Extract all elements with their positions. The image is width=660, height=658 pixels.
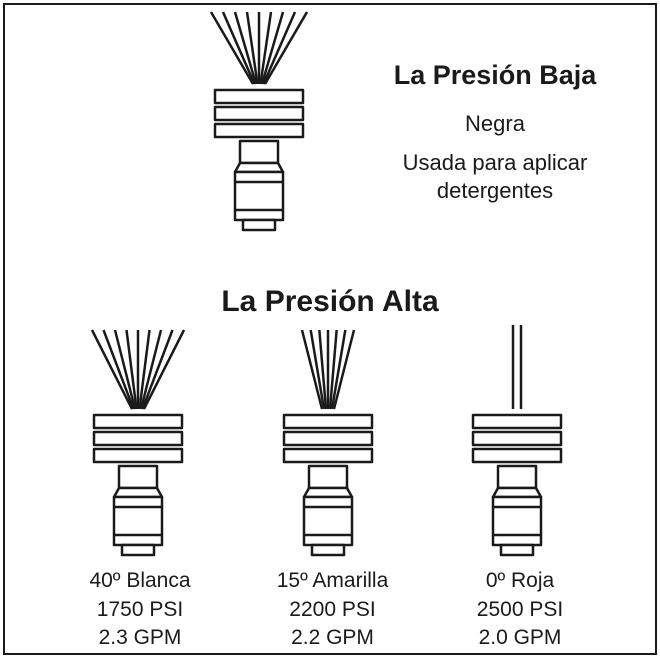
nozzle-0-neck	[496, 464, 538, 490]
low-pressure-nozzle-spray-line	[263, 11, 309, 85]
nozzle-40-spray-line	[142, 329, 186, 410]
nozzle-15-flange	[282, 430, 374, 447]
nozzle-40-flange	[92, 447, 184, 464]
low-pressure-nozzle-spray-line	[245, 11, 259, 85]
low-pressure-nozzle-spray-line	[209, 11, 255, 85]
nozzle-40-spray-line	[125, 329, 138, 410]
nozzle-40-spray-line	[141, 329, 174, 410]
nozzle-15-body	[302, 495, 354, 547]
low-pressure-nozzle-tip	[241, 218, 277, 232]
nozzle-15-spray-line	[332, 329, 356, 410]
nozzle-0-flange	[471, 430, 563, 447]
nozzle-40-flange	[92, 413, 184, 430]
nozzle-15-spray-line	[328, 329, 338, 410]
nozzle-0-flange	[471, 447, 563, 464]
low-pressure-nozzle-spray-line	[233, 11, 258, 85]
nozzle-40-taper	[112, 486, 164, 499]
nozzle-40-gpm: 2.3 GPM	[98, 626, 182, 649]
nozzle-15-spray-line	[330, 329, 347, 410]
nozzle-15-psi: 2200 PSI	[289, 598, 376, 621]
nozzle-15-spray-line	[300, 329, 324, 410]
low-pressure-nozzle-spray-line	[260, 11, 285, 85]
low-pressure-nozzle-flange	[213, 105, 305, 122]
low-pressure-nozzle-spray-line	[259, 11, 273, 85]
low-pressure-nozzle-spray-line	[221, 11, 256, 85]
nozzle-15-neck	[307, 464, 349, 490]
nozzle-40-tip	[120, 543, 156, 557]
low-pressure-nozzle-spray-line	[262, 11, 297, 85]
low-pressure-nozzle-neck	[238, 139, 280, 165]
low-pressure-nozzle-taper	[233, 161, 285, 174]
nozzle-40-flange	[92, 430, 184, 447]
nozzle-15-flange	[282, 413, 374, 430]
nozzle-15-tip	[310, 543, 346, 557]
nozzle-0-psi: 2500 PSI	[476, 598, 564, 621]
nozzle-15-flange	[282, 447, 374, 464]
nozzle-40-spray-line	[113, 329, 137, 410]
nozzle-40-neck	[117, 464, 159, 490]
low-pressure-usage-line2: detergentes	[436, 178, 554, 203]
high-pressure-title: La Presión Alta	[221, 285, 439, 318]
nozzle-0-flange	[471, 413, 563, 430]
nozzle-0-gpm: 2.0 GPM	[478, 626, 562, 649]
low-pressure-title: La Presión Baja	[393, 60, 597, 90]
nozzle-40-spray-line	[139, 329, 163, 410]
nozzle-40-label: 40º Blanca	[89, 569, 191, 592]
low-pressure-usage-line1: Usada para aplicar	[402, 150, 588, 175]
nozzle-15-spray-line	[309, 329, 326, 410]
nozzle-15-gpm: 2.2 GPM	[291, 626, 374, 649]
nozzle-15-taper	[302, 486, 354, 499]
low-pressure-color: Negra	[465, 111, 525, 136]
nozzle-15-label: 15º Amarilla	[276, 569, 389, 592]
nozzle-40-spray-line	[102, 329, 135, 410]
nozzle-0-body	[491, 495, 543, 547]
nozzle-40-body	[112, 495, 164, 547]
low-pressure-nozzle-flange	[213, 88, 305, 105]
nozzle-40-spray-line	[90, 329, 134, 410]
nozzle-40-psi: 1750 PSI	[96, 598, 184, 621]
low-pressure-nozzle-body	[233, 170, 285, 222]
nozzle-40-spray-line	[138, 329, 151, 410]
low-pressure-nozzle-flange	[213, 122, 305, 139]
nozzle-15-spray-line	[318, 329, 328, 410]
nozzle-0-taper	[491, 486, 543, 499]
nozzle-0-label: 0º Roja	[485, 569, 555, 592]
nozzle-0-tip	[499, 543, 535, 557]
